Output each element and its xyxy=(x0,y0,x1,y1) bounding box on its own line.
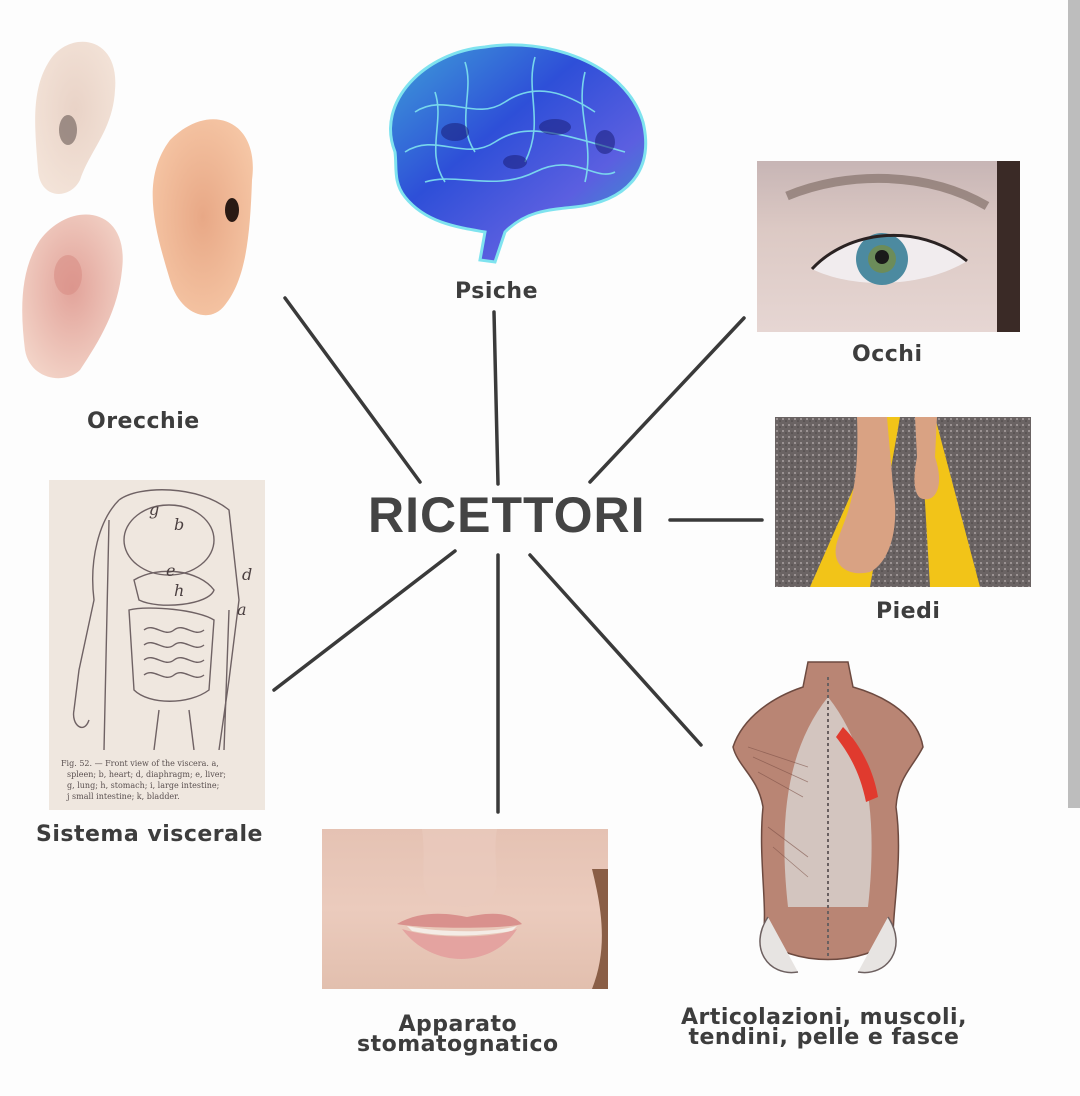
viscera-caption: Fig. 52. — Front view of the viscera. a,… xyxy=(61,759,226,801)
svg-text:g: g xyxy=(149,500,159,519)
line-viscerale xyxy=(272,549,457,692)
line-orecchie xyxy=(283,296,422,484)
bare-feet-image xyxy=(775,417,1031,587)
line-articolazioni xyxy=(528,553,703,747)
svg-text:e: e xyxy=(166,561,175,580)
mouth-image xyxy=(322,829,608,989)
edge-bar xyxy=(1068,0,1080,808)
label-orecchie: Orecchie xyxy=(87,409,200,434)
brain-image xyxy=(375,32,650,267)
label-articolazioni: Articolazioni, muscoli, tendini, pelle e… xyxy=(681,1005,967,1050)
diagram-title: RICETTORI xyxy=(368,487,646,543)
label-psiche: Psiche xyxy=(455,279,538,304)
svg-text:b: b xyxy=(174,515,184,534)
svg-text:d: d xyxy=(242,565,252,584)
back-muscles-illustration xyxy=(728,657,928,982)
label-sistema-viscerale: Sistema viscerale xyxy=(36,822,263,847)
label-occhi: Occhi xyxy=(852,342,923,367)
label-apparato-stomatognatico: Apparato stomatognatico xyxy=(357,1012,559,1057)
svg-text:a: a xyxy=(237,600,247,619)
line-occhi xyxy=(588,316,746,484)
viscera-illustration: b g d e h a Fig. 52. — Front view of the… xyxy=(49,480,265,810)
eye-image xyxy=(757,161,1020,332)
label-piedi: Piedi xyxy=(876,599,941,624)
svg-text:h: h xyxy=(174,581,184,600)
ears-image xyxy=(10,30,260,390)
line-psiche xyxy=(492,310,500,486)
